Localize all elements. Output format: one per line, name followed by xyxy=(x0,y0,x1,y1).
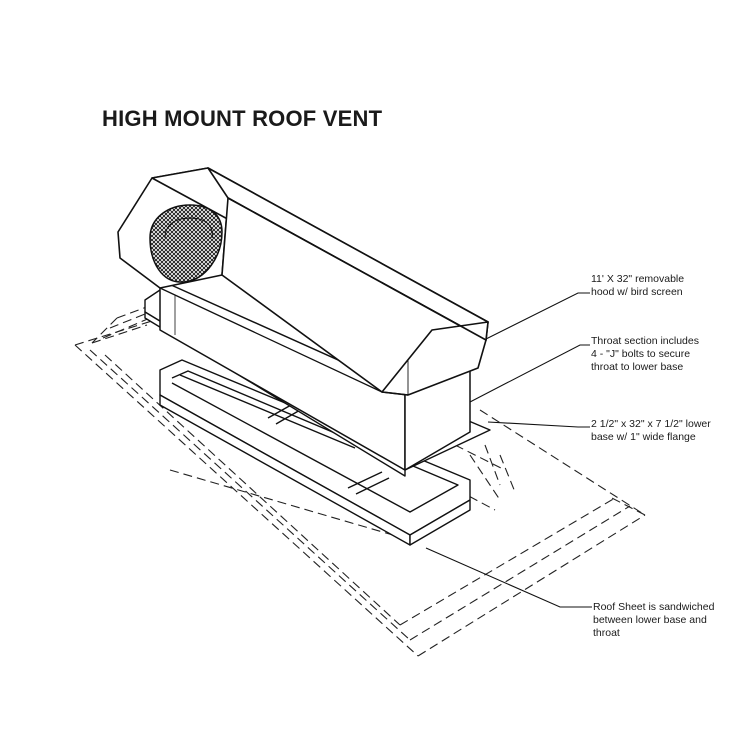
leader-lines xyxy=(425,292,592,608)
callout-roof-sheet-line-1: Roof Sheet is sandwiched xyxy=(593,601,715,613)
callout-hood-line-1: 11' X 32" removable xyxy=(591,273,685,285)
lower-base xyxy=(159,359,471,546)
callout-throat-line-1: Throat section includes xyxy=(591,335,699,347)
callout-throat-line-3: throat to lower base xyxy=(591,361,684,373)
callout-roof-sheet-line-3: throat xyxy=(593,627,620,639)
diagram-title: HIGH MOUNT ROOF VENT xyxy=(102,106,383,131)
leader-lower-base xyxy=(487,421,590,428)
bird-screen xyxy=(149,204,223,283)
callout-lower-base-line-2: base w/ 1" wide flange xyxy=(591,431,696,443)
callout-throat-line-2: 4 - "J" bolts to secure xyxy=(591,348,691,360)
callout-roof-sheet-line-2: between lower base and xyxy=(593,614,707,626)
callout-lower-base-line-1: 2 1/2" x 32" x 7 1/2" lower xyxy=(591,418,711,430)
leader-throat xyxy=(469,344,590,403)
leader-roof-sheet xyxy=(425,547,592,608)
callout-hood: 11' X 32" removable hood w/ bird screen xyxy=(591,273,684,299)
leader-hood xyxy=(485,292,590,340)
callout-throat: Throat section includes 4 - "J" bolts to… xyxy=(591,335,699,374)
callout-hood-line-2: hood w/ bird screen xyxy=(591,286,683,298)
callout-roof-sheet: Roof Sheet is sandwiched between lower b… xyxy=(593,601,714,640)
removable-hood xyxy=(117,167,489,396)
callout-lower-base: 2 1/2" x 32" x 7 1/2" lower base w/ 1" w… xyxy=(591,418,711,444)
